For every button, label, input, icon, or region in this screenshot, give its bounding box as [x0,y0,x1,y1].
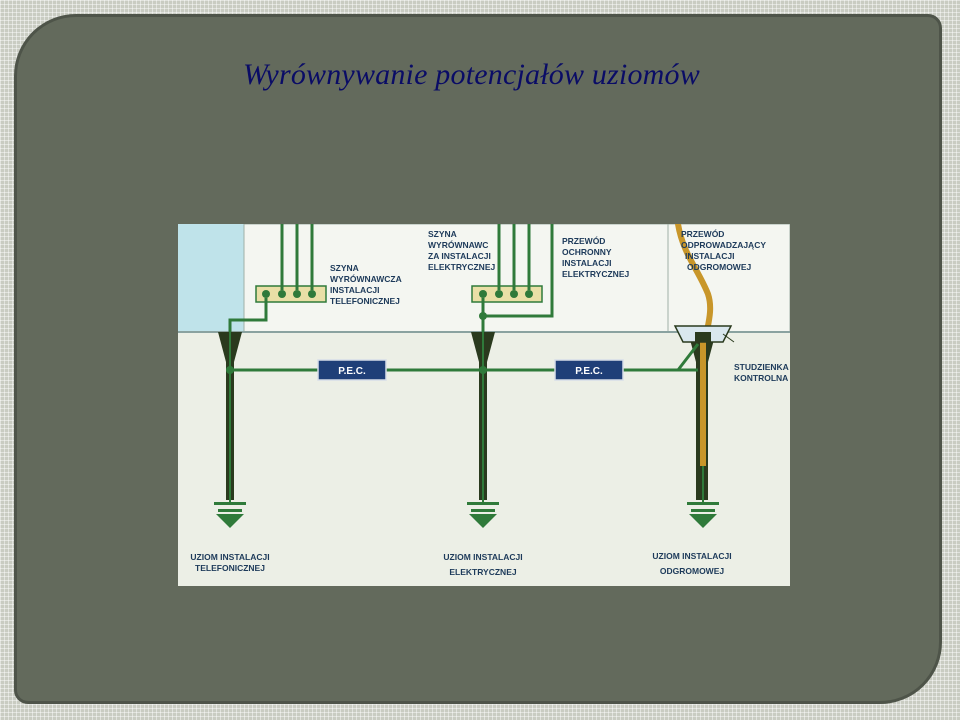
svg-text:UZIOM INSTALACJI: UZIOM INSTALACJI [652,551,731,561]
label-uziom-odgromowy: UZIOM INSTALACJI ODGROMOWEJ [652,551,731,576]
svg-text:ELEKTRYCZNEJ: ELEKTRYCZNEJ [449,567,516,577]
label-studzienka-kontrolna: STUDZIENKA KONTROLNA [734,362,789,383]
inspection-pit [673,325,735,343]
svg-text:INSTALACJI: INSTALACJI [562,258,611,268]
label-uziom-telefoniczny: UZIOM INSTALACJI TELEFONICZNEJ [190,552,269,573]
label-przewod-odprowadzajacy: PRZEWÓD ODPROWADZAJĄCY INSTALACJI ODGROM… [681,228,766,272]
svg-text:ELEKTRYCZNEJ: ELEKTRYCZNEJ [428,262,495,272]
lightning-building-wall [667,224,790,333]
svg-text:ODPROWADZAJĄCY: ODPROWADZAJĄCY [681,240,766,250]
svg-text:ODGROMOWEJ: ODGROMOWEJ [687,262,751,272]
svg-text:PRZEWÓD: PRZEWÓD [681,228,724,239]
svg-text:UZIOM INSTALACJI: UZIOM INSTALACJI [443,552,522,562]
pec-label-right: P.E.C. [575,366,603,377]
equipotential-bonding-diagram: P.E.C. P.E.C. SZYNA WYRÓWNAWCZA INSTALAC… [178,224,790,586]
svg-text:TELEFONICZNEJ: TELEFONICZNEJ [195,563,265,573]
earth-rod-lightning [687,332,719,528]
pec-label-left: P.E.C. [338,366,366,377]
label-szyna-telefoniczna: SZYNA WYRÓWNAWCZA INSTALACJI TELEFONICZN… [330,263,402,306]
svg-text:INSTALACJI: INSTALACJI [685,251,734,261]
svg-text:TELEFONICZNEJ: TELEFONICZNEJ [330,296,400,306]
svg-text:ELEKTRYCZNEJ: ELEKTRYCZNEJ [562,269,629,279]
earth-rod-telephone [214,332,246,528]
svg-text:KONTROLNA: KONTROLNA [734,373,788,383]
label-uziom-elektryczny: UZIOM INSTALACJI ELEKTRYCZNEJ [443,552,522,577]
protective-conductor [483,224,554,318]
earth-rod-electrical [467,332,499,528]
pec-box-right: P.E.C. [554,359,624,381]
pec-box-left: P.E.C. [317,359,387,381]
svg-text:WYRÓWNAWC: WYRÓWNAWC [428,239,488,250]
lightning-down-conductor [675,224,714,339]
svg-text:INSTALACJI: INSTALACJI [330,285,379,295]
label-szyna-elektryczna: SZYNA WYRÓWNAWC ZA INSTALACJI ELEKTRYCZN… [428,229,495,272]
svg-text:SZYNA: SZYNA [428,229,457,239]
label-przewod-ochronny: PRZEWÓD OCHRONNY INSTALACJI ELEKTRYCZNEJ [562,235,629,279]
slide-title: Wyrównywanie potencjałów uziomów [243,58,700,91]
svg-text:SZYNA: SZYNA [330,263,359,273]
svg-text:OCHRONNY: OCHRONNY [562,247,612,257]
svg-text:PRZEWÓD: PRZEWÓD [562,235,605,246]
svg-text:UZIOM INSTALACJI: UZIOM INSTALACJI [190,552,269,562]
svg-text:WYRÓWNAWCZA: WYRÓWNAWCZA [330,273,402,284]
svg-text:ODGROMOWEJ: ODGROMOWEJ [660,566,724,576]
svg-text:ZA INSTALACJI: ZA INSTALACJI [428,251,491,261]
svg-text:STUDZIENKA: STUDZIENKA [734,362,789,372]
